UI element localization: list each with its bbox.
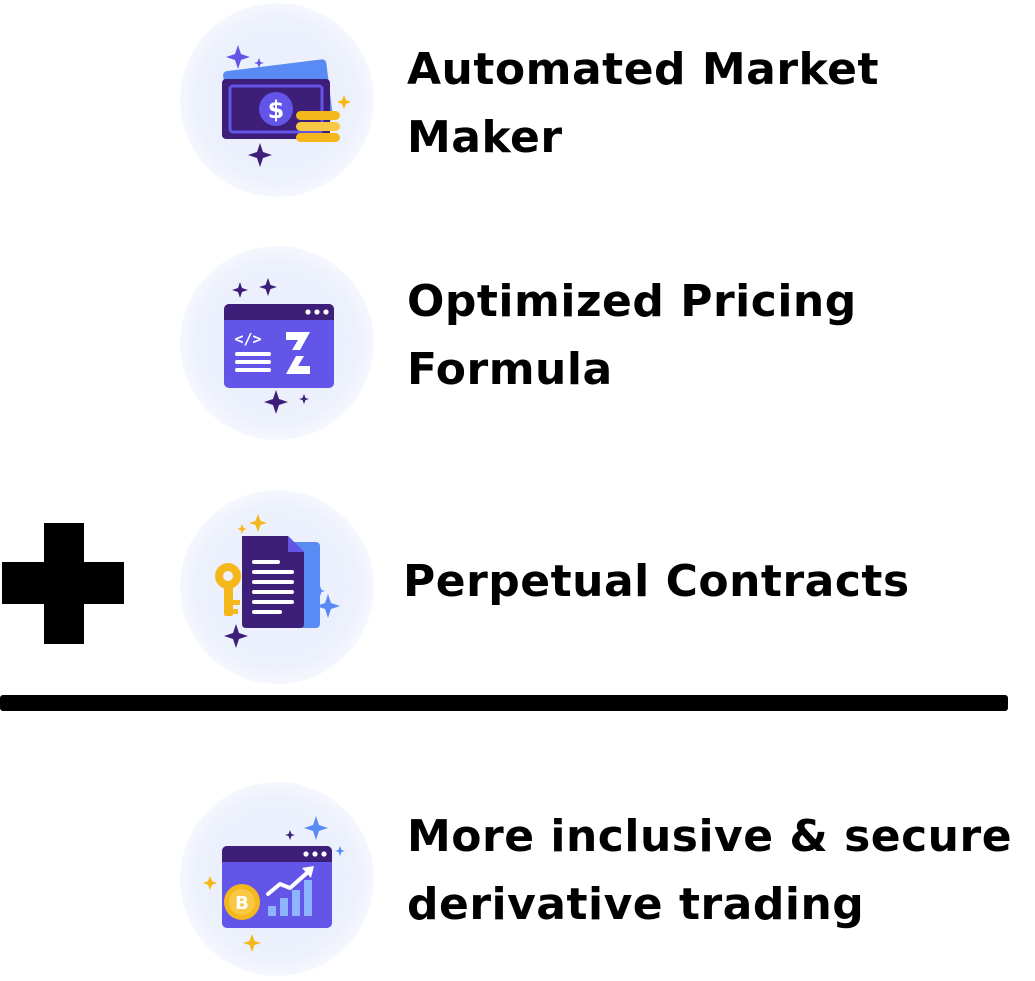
item-2-line-1: Optimized Pricing: [407, 276, 857, 327]
plus-icon: [2, 523, 124, 644]
crypto-chart-icon: B: [203, 816, 345, 952]
key-document-icon-circle: [180, 490, 374, 684]
crypto-chart-icon-circle: B: [180, 782, 374, 976]
svg-text:</>: </>: [234, 330, 261, 348]
key-document-icon: [215, 514, 340, 648]
result-line-2: derivative trading: [407, 879, 865, 930]
item-automated-market-maker: Automated Market Maker: [407, 36, 879, 172]
item-perpetual-contracts: Perpetual Contracts: [403, 548, 910, 616]
item-3-line-1: Perpetual Contracts: [403, 556, 910, 607]
result-line-1: More inclusive & secure: [407, 811, 1013, 862]
item-2-line-2: Formula: [407, 344, 613, 395]
code-window-icon: </>: [224, 278, 334, 414]
svg-text:$: $: [268, 96, 285, 124]
item-1-line-2: Maker: [407, 112, 563, 163]
money-icon-circle: $: [180, 3, 374, 197]
code-window-icon-circle: </>: [180, 246, 374, 440]
money-icon: $: [222, 45, 351, 167]
result-inclusive-secure-trading: More inclusive & secure derivative tradi…: [407, 803, 1012, 939]
item-1-line-1: Automated Market: [407, 44, 879, 95]
item-optimized-pricing-formula: Optimized Pricing Formula: [407, 268, 857, 404]
result-divider: [0, 695, 1008, 711]
svg-text:B: B: [235, 893, 249, 914]
